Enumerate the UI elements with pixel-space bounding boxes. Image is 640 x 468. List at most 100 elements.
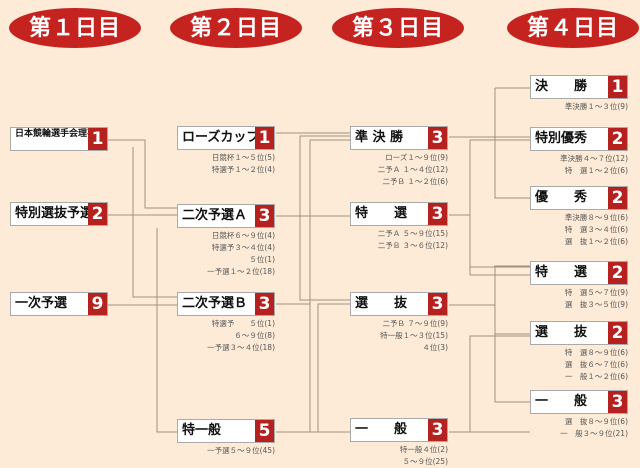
- day-1-header: 第１日目: [9, 8, 141, 48]
- note-line: 日競杯１～５位(5): [211, 153, 275, 162]
- note-line: ５位(1): [249, 255, 275, 264]
- race-count-badge: 3: [428, 293, 447, 315]
- race-name: 日本競輪選手会理事長杯: [15, 129, 88, 139]
- note-line: 準決勝１～３位(9): [564, 102, 628, 111]
- race-box: 選 抜 2: [530, 321, 628, 345]
- race-box: 特 選 2: [530, 261, 628, 285]
- race-box: 二次予選Ｂ 3: [177, 292, 275, 316]
- race-box: 準 決 勝 3: [350, 126, 448, 150]
- race-box: 一 般 3: [530, 390, 628, 414]
- note-line: ローズ１～９位(9): [385, 153, 448, 162]
- race-name: 特別優秀: [535, 131, 588, 146]
- note-line: 二予Ｂ ７～９位(9): [382, 319, 448, 328]
- race-count-badge: 1: [88, 128, 107, 150]
- race-name: 特一般: [182, 423, 222, 438]
- note-line: 特 選８～９位(6): [564, 348, 628, 357]
- race-box: 特一般 5: [177, 419, 275, 443]
- note-line: 選 抜３～５位(9): [564, 300, 628, 309]
- qualification-notes: 日競杯６～９位(4) 特選予３～４位(4) ５位(1) 一予選１～２位(18): [145, 230, 275, 278]
- race-count-badge: 2: [608, 262, 627, 284]
- race-count-badge: 2: [608, 128, 627, 150]
- day-2-header: 第２日目: [170, 8, 302, 48]
- note-line: 一予選３～４位(18): [207, 343, 275, 352]
- note-line: 二予Ｂ ３～６位(12): [377, 241, 448, 250]
- note-line: ４位(3): [422, 343, 448, 352]
- race-box: 一 般 3: [350, 418, 448, 442]
- note-line: 選 抜１～２位(6): [564, 237, 628, 246]
- note-line: 一予選５～９位(45): [207, 446, 275, 455]
- qualification-notes: 特 選８～９位(6) 選 抜６～７位(6) 一 般１～２位(6): [498, 347, 628, 383]
- race-name: 選 抜: [355, 296, 408, 311]
- qualification-notes: 特選予 ５位(1) ６～９位(8) 一予選３～４位(18): [145, 318, 275, 354]
- note-line: 一 般３～９位(21): [560, 429, 628, 438]
- race-name: 特別選抜予選: [15, 206, 88, 221]
- race-name: 決 勝: [535, 79, 588, 94]
- note-line: 特選予１～２位(4): [211, 165, 275, 174]
- race-count-badge: 5: [255, 420, 274, 442]
- race-count-badge: 3: [428, 127, 447, 149]
- race-name: 特 選: [535, 265, 588, 280]
- note-line: 特 選３～４位(6): [564, 225, 628, 234]
- day-3-header: 第３日目: [332, 8, 464, 48]
- race-name: 二次予選Ｂ: [182, 296, 248, 311]
- note-line: 準決勝４～７位(12): [560, 154, 628, 163]
- qualification-notes: 二予Ｂ ７～９位(9) 特一般１～３位(15) ４位(3): [318, 318, 448, 354]
- qualification-notes: 選 抜８～９位(6)一 般３～９位(21): [498, 416, 628, 440]
- race-count-badge: 3: [255, 293, 274, 315]
- qualification-notes: 準決勝４～７位(12) 特 選１～２位(6): [498, 153, 628, 177]
- race-name: 優 秀: [535, 190, 588, 205]
- note-line: 特 選１～２位(6): [564, 166, 628, 175]
- race-count-badge: 1: [608, 76, 627, 98]
- qualification-notes: ローズ１～９位(9) 二予Ａ １～４位(12) 二予Ｂ １～２位(6): [318, 152, 448, 188]
- race-box: 日本競輪選手会理事長杯1: [10, 127, 108, 151]
- note-line: 選 抜６～７位(6): [564, 360, 628, 369]
- note-line: 特 選５～７位(9): [564, 288, 628, 297]
- race-name: 一 般: [535, 394, 588, 409]
- note-line: 二予Ｂ １～２位(6): [382, 177, 448, 186]
- race-count-badge: 2: [608, 187, 627, 209]
- race-name: 特 選: [355, 206, 408, 221]
- race-name: 一 般: [355, 422, 408, 437]
- race-count-badge: 3: [428, 203, 447, 225]
- qualification-notes: 準決勝８～９位(6) 特 選３～４位(6) 選 抜１～２位(6): [498, 212, 628, 248]
- note-line: 特選予３～４位(4): [211, 243, 275, 252]
- race-count-badge: 2: [608, 322, 627, 344]
- qualification-notes: 日競杯１～５位(5) 特選予１～２位(4): [145, 152, 275, 176]
- note-line: ５～９位(25): [402, 457, 448, 466]
- note-line: 一 般１～２位(6): [564, 372, 628, 381]
- qualification-notes: 準決勝１～３位(9): [498, 101, 628, 113]
- note-line: 二予Ａ １～４位(12): [377, 165, 448, 174]
- note-line: 二予Ａ ５～９位(15): [377, 229, 448, 238]
- race-name: 一次予選: [15, 296, 68, 311]
- bracket-lines: [108, 87, 530, 433]
- race-box: 選 抜 3: [350, 292, 448, 316]
- race-box: 優 秀 2: [530, 186, 628, 210]
- qualification-notes: 一予選５～９位(45): [145, 445, 275, 457]
- race-name: ローズカップ: [182, 130, 255, 145]
- race-box: 特別優秀 2: [530, 127, 628, 151]
- day-4-header: 第４日目: [507, 8, 639, 48]
- note-line: 一予選１～２位(18): [207, 267, 275, 276]
- note-line: 日競杯６～９位(4): [211, 231, 275, 240]
- race-name: 準 決 勝: [355, 130, 404, 145]
- race-name: 選 抜: [535, 325, 588, 340]
- race-name: 二次予選Ａ: [182, 208, 248, 223]
- qualification-notes: 二予Ａ ５～９位(15) 二予Ｂ ３～６位(12): [318, 228, 448, 252]
- note-line: 特選予 ５位(1): [211, 319, 275, 328]
- race-count-badge: 2: [88, 203, 107, 225]
- race-box: 決 勝 1: [530, 75, 628, 99]
- race-count-badge: 1: [255, 127, 274, 149]
- qualification-notes: 特一般４位(2) ５～９位(25): [318, 444, 448, 468]
- note-line: ６～９位(8): [234, 331, 275, 340]
- race-count-badge: 3: [428, 419, 447, 441]
- note-line: 準決勝８～９位(6): [564, 213, 628, 222]
- qualification-notes: 特 選５～７位(9) 選 抜３～５位(9): [498, 287, 628, 311]
- race-box: 特 選 3: [350, 202, 448, 226]
- note-line: 特一般４位(2): [399, 445, 448, 454]
- race-count-badge: 3: [608, 391, 627, 413]
- race-count-badge: 9: [88, 293, 107, 315]
- note-line: 特一般１～３位(15): [380, 331, 448, 340]
